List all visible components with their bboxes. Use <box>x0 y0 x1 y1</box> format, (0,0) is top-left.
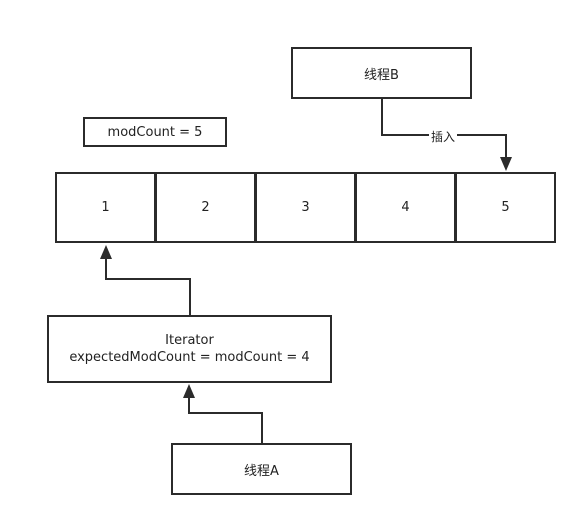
mod-count-label: modCount = 5 <box>107 124 203 140</box>
iterator-box: Iterator expectedModCount = modCount = 4 <box>47 315 332 383</box>
thread-a-arrow <box>188 396 263 444</box>
array-cell-value: 1 <box>101 200 110 215</box>
array-cell-value: 2 <box>201 200 210 215</box>
thread-b-box: 线程B <box>291 47 472 99</box>
array-cell-2: 2 <box>155 172 256 243</box>
array-cell-5: 5 <box>455 172 556 243</box>
insert-label: 插入 <box>429 128 458 145</box>
thread-a-label: 线程A <box>244 463 279 479</box>
array-cell-value: 3 <box>301 200 310 215</box>
array-cell-3: 3 <box>255 172 356 243</box>
iterator-expected-mod-count: expectedModCount = modCount = 4 <box>69 350 310 365</box>
thread-a-box: 线程A <box>171 443 352 495</box>
mod-count-box: modCount = 5 <box>83 117 227 147</box>
array-cell-value: 4 <box>401 200 410 215</box>
iterator-pointer-arrow <box>105 258 191 316</box>
iterator-title: Iterator <box>165 333 214 348</box>
array-cell-4: 4 <box>355 172 456 243</box>
thread-b-label: 线程B <box>364 67 399 83</box>
array-cell-1: 1 <box>55 172 156 243</box>
array-cell-value: 5 <box>501 200 510 215</box>
thread-a-arrowhead <box>183 384 195 398</box>
iterator-pointer-arrowhead <box>100 245 112 259</box>
insert-arrowhead <box>500 157 512 171</box>
